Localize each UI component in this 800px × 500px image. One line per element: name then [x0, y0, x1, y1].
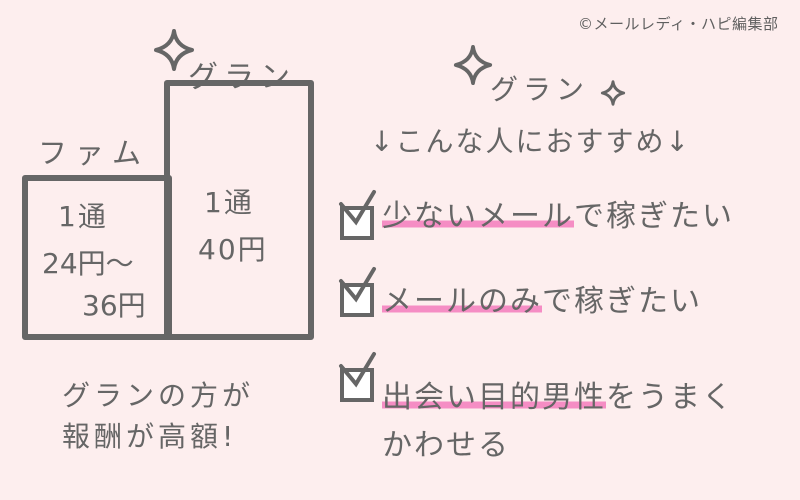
checklist-item-text: で稼ぎたい — [574, 199, 734, 234]
checkbox-checked-icon — [339, 190, 376, 240]
gran-plan-label: グラン — [188, 60, 296, 95]
summary-text: グランの方が 報酬が高額! — [62, 375, 254, 457]
summary-line-1: グランの方が — [62, 379, 255, 412]
checklist-item-text: をうまく — [606, 380, 734, 415]
sparkle-icon — [152, 28, 196, 72]
recommend-heading: ↓こんな人におすすめ↓ — [370, 125, 691, 158]
summary-line-2: 報酬が高額! — [62, 420, 238, 453]
checklist-item-text: で稼ぎたい — [542, 284, 702, 319]
fam-unit: 1通 — [58, 200, 108, 233]
fam-price-box — [22, 175, 172, 340]
sparkle-icon — [600, 80, 626, 106]
checklist-item-highlight: 少ないメール — [382, 199, 574, 234]
fam-price-max: 36円 — [82, 289, 146, 322]
checklist-item-text-line2: かわせる — [382, 428, 510, 463]
checkbox-checked-icon — [339, 267, 376, 317]
gran-price: 40円 — [198, 233, 268, 266]
fam-price-min: 24円～ — [42, 247, 134, 280]
checklist-item-highlight: メールのみ — [382, 284, 542, 319]
checklist-item-highlight: 出会い目的男性 — [382, 380, 606, 415]
gran-unit: 1通 — [204, 186, 254, 219]
sparkle-icon — [452, 44, 494, 86]
copyright-text: ©メールレディ・ハピ編集部 — [578, 15, 779, 33]
recommend-plan-title: グラン — [490, 73, 590, 106]
checkbox-checked-icon — [339, 352, 376, 402]
fam-plan-label: ファム — [38, 136, 150, 170]
